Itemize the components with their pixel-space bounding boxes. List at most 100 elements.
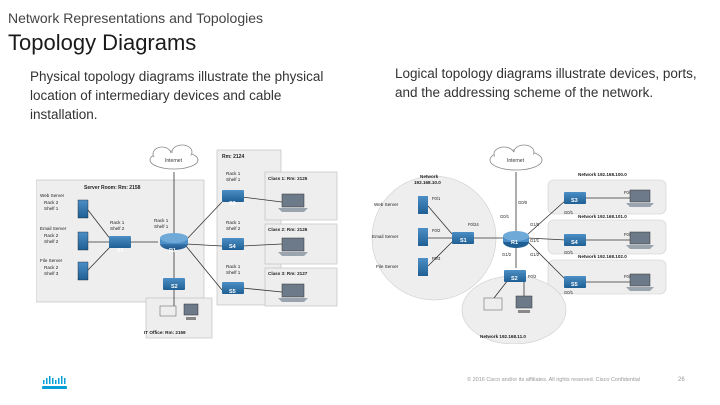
laptop-class2-icon bbox=[278, 237, 308, 256]
port-label: F0/1 bbox=[624, 274, 633, 279]
copyright-notice: © 2016 Cisco and/or its affiliates. All … bbox=[467, 377, 641, 383]
laptop-icon bbox=[626, 231, 654, 249]
network-label-100: Network 192.168.100.0 bbox=[578, 172, 627, 177]
web-server-icon bbox=[418, 196, 428, 214]
laptop-icon bbox=[626, 189, 654, 207]
port-label: F0/1 bbox=[624, 232, 633, 237]
port-label: G0/1 bbox=[564, 210, 574, 215]
port-label: G0/1 bbox=[564, 250, 574, 255]
email-server-label: Email Server bbox=[372, 234, 399, 239]
router-r1-icon bbox=[160, 233, 188, 250]
internet-label: Internet bbox=[507, 158, 525, 164]
class2-label: Class 2: Rm: 2126 bbox=[268, 227, 308, 232]
email-server-icon bbox=[77, 231, 89, 251]
switch-s1-label: S1 bbox=[460, 238, 467, 244]
switch-s2-label: S2 bbox=[511, 276, 518, 282]
switch-s1-icon bbox=[452, 232, 474, 244]
file-shelf-label: Shelf 3 bbox=[44, 271, 59, 276]
port-label: F0/2 bbox=[432, 228, 441, 233]
switch-s4-label: S4 bbox=[229, 244, 237, 250]
router-r1-icon bbox=[503, 231, 529, 248]
email-shelf-label: Shelf 2 bbox=[44, 239, 59, 244]
port-label: G1/0 bbox=[530, 222, 540, 227]
switch-s4-icon bbox=[564, 234, 586, 246]
email-server-icon bbox=[418, 228, 428, 246]
file-server-icon bbox=[77, 261, 89, 281]
s5-rack-label: Rack 1 bbox=[226, 264, 241, 269]
laptop-icon bbox=[626, 273, 654, 291]
network-label-102: Network 192.168.102.0 bbox=[578, 254, 627, 259]
network-label-101: Network 192.168.101.0 bbox=[578, 214, 627, 219]
s5-shelf-label: Shelf 1 bbox=[226, 270, 241, 275]
port-label: G1/2 bbox=[530, 252, 540, 257]
logical-topology-diagram: Internet Network 192.168.10.0 Web Server… bbox=[371, 144, 667, 344]
port-label: G0/0 bbox=[518, 200, 528, 205]
switch-s3-icon bbox=[222, 190, 244, 202]
section-supertitle: Network Representations and Topologies bbox=[8, 10, 264, 26]
port-label: G1/2 bbox=[502, 252, 512, 257]
switch-s3-label: S3 bbox=[571, 198, 578, 204]
port-label: G0/1 bbox=[564, 290, 574, 295]
switch-s2-icon bbox=[504, 270, 526, 282]
network-address: 192.168.10.0 bbox=[414, 180, 441, 185]
laptop-class3-icon bbox=[278, 283, 308, 302]
port-label: G0/1 bbox=[500, 214, 510, 219]
switch-s1-label: S1 bbox=[117, 248, 124, 254]
email-server-label: Email Server bbox=[40, 226, 67, 231]
network-label: Network bbox=[420, 174, 439, 179]
s1-rack-label: Rack 1 bbox=[110, 220, 125, 225]
switch-s5-icon bbox=[222, 282, 244, 294]
web-shelf-label: Shelf 1 bbox=[44, 206, 59, 211]
desktop-pc-icon bbox=[515, 295, 533, 313]
main-room-label: Rm: 2124 bbox=[222, 154, 244, 160]
class1-label: Class 1: Rm: 2125 bbox=[268, 176, 308, 181]
switch-s2-label: S2 bbox=[171, 284, 178, 290]
network-label-11: Network 192.168.11.0 bbox=[480, 334, 526, 339]
port-label: F0/1 bbox=[624, 190, 633, 195]
physical-description: Physical topology diagrams illustrate th… bbox=[30, 69, 324, 122]
it-office-label: IT Office: Rm: 2159 bbox=[144, 330, 186, 335]
s4-rack-label: Rack 1 bbox=[226, 220, 241, 225]
class3-label: Class 3: Rm: 2127 bbox=[268, 271, 308, 276]
switch-s4-icon bbox=[222, 238, 244, 250]
page-number: 26 bbox=[678, 377, 685, 383]
laptop-class1-icon bbox=[278, 193, 308, 212]
router-r1-label: R1 bbox=[511, 240, 518, 246]
s4-shelf-label: Shelf 2 bbox=[226, 226, 241, 231]
desktop-pc-icon bbox=[183, 303, 199, 320]
server-room-label: Server Room: Rm: 2158 bbox=[84, 185, 141, 191]
file-server-icon bbox=[418, 258, 428, 276]
switch-s3-label: S3 bbox=[229, 201, 236, 207]
r1-rack-label: Rack 1 bbox=[154, 218, 169, 223]
file-server-label: File Server bbox=[40, 258, 63, 263]
internet-cloud-icon bbox=[489, 144, 543, 171]
web-server-icon bbox=[77, 199, 89, 219]
s1-shelf-label: Shelf 2 bbox=[110, 226, 125, 231]
slide-title: Topology Diagrams bbox=[8, 30, 197, 55]
port-label: F0/24 bbox=[468, 222, 479, 227]
printer-icon bbox=[159, 305, 177, 317]
port-label: F0/1 bbox=[432, 196, 441, 201]
switch-s5-label: S5 bbox=[229, 289, 236, 295]
switch-s1-icon bbox=[109, 236, 131, 248]
cisco-logo bbox=[42, 376, 67, 389]
port-label: G1/1 bbox=[530, 238, 540, 243]
s3-shelf-label: Shelf 1 bbox=[226, 177, 241, 182]
web-server-label: Web Server bbox=[40, 193, 65, 198]
file-rack-label: Rack 2 bbox=[44, 265, 59, 270]
file-server-label: File Server bbox=[376, 264, 399, 269]
switch-s5-icon bbox=[564, 276, 586, 288]
printer-icon bbox=[483, 297, 503, 311]
port-label: F0/2 bbox=[528, 274, 537, 279]
switch-s2-icon bbox=[163, 278, 185, 290]
switch-s3-icon bbox=[564, 192, 586, 204]
r1-shelf-label: Shelf 1 bbox=[154, 224, 169, 229]
internet-label: Internet bbox=[165, 158, 183, 164]
internet-cloud-icon bbox=[149, 144, 199, 170]
email-rack-label: Rack 2 bbox=[44, 233, 59, 238]
web-rack-label: Rack 2 bbox=[44, 200, 59, 205]
router-r1-label: R1 bbox=[169, 248, 176, 254]
physical-topology-diagram: Internet Rm: 2124 Server Room: Rm: 2158 … bbox=[36, 144, 338, 339]
switch-s4-label: S4 bbox=[571, 240, 579, 246]
